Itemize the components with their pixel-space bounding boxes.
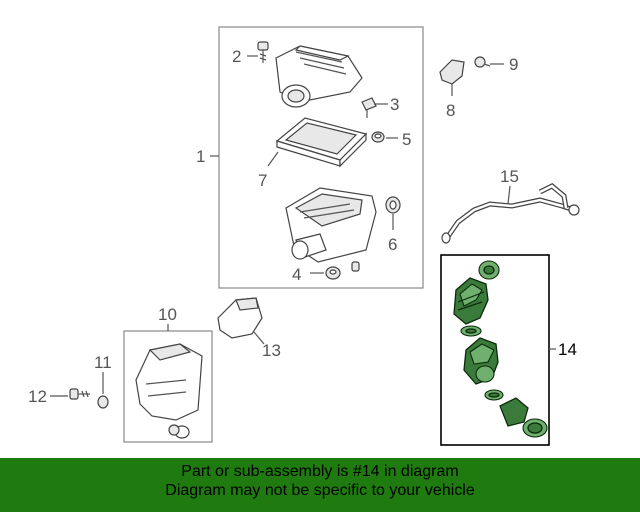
part-5-grommet xyxy=(371,131,385,143)
callout-11: 11 xyxy=(94,353,112,372)
part-2-bolt xyxy=(257,41,269,63)
part-10-resonator xyxy=(135,343,203,439)
callout-5: 5 xyxy=(402,130,411,149)
part-7-filter xyxy=(275,117,368,168)
callout-9: 9 xyxy=(509,55,518,74)
callout-3: 3 xyxy=(390,95,399,114)
callout-14: 14 xyxy=(558,340,577,359)
part-12-bolt xyxy=(69,388,90,400)
assembly-box-1 xyxy=(218,26,424,289)
part-4-grommet xyxy=(325,261,360,280)
callout-4: 4 xyxy=(292,265,301,284)
part-13-duct xyxy=(217,297,263,339)
part-11-clip xyxy=(97,395,109,409)
part-6-plug xyxy=(385,196,401,214)
callout-10: 10 xyxy=(158,305,177,324)
part-15-hose xyxy=(441,183,580,244)
banner-line-1: Part or sub-assembly is #14 in diagram xyxy=(181,463,459,480)
callout-7: 7 xyxy=(258,171,267,190)
part-14-intake-duct xyxy=(453,260,548,438)
callout-15: 15 xyxy=(500,167,519,186)
callout-1: 1 xyxy=(196,147,205,166)
callout-13: 13 xyxy=(262,341,281,360)
parts-diagram: 2 3 5 1 7 6 4 8 9 15 10 13 11 12 14 xyxy=(28,26,580,446)
info-banner: Part or sub-assembly is #14 in diagram D… xyxy=(0,458,640,512)
part-lower-housing xyxy=(285,187,377,263)
callout-12: 12 xyxy=(28,387,47,406)
callout-8: 8 xyxy=(446,101,455,120)
part-3-screw xyxy=(361,97,377,118)
part-air-cleaner-cover xyxy=(275,45,363,108)
banner-line-2: Diagram may not be specific to your vehi… xyxy=(165,482,475,499)
assembly-box-14 xyxy=(440,254,550,446)
callout-6: 6 xyxy=(388,235,397,254)
part-9-screw xyxy=(474,56,491,68)
part-8-sensor xyxy=(439,59,465,93)
callout-2: 2 xyxy=(232,47,241,66)
